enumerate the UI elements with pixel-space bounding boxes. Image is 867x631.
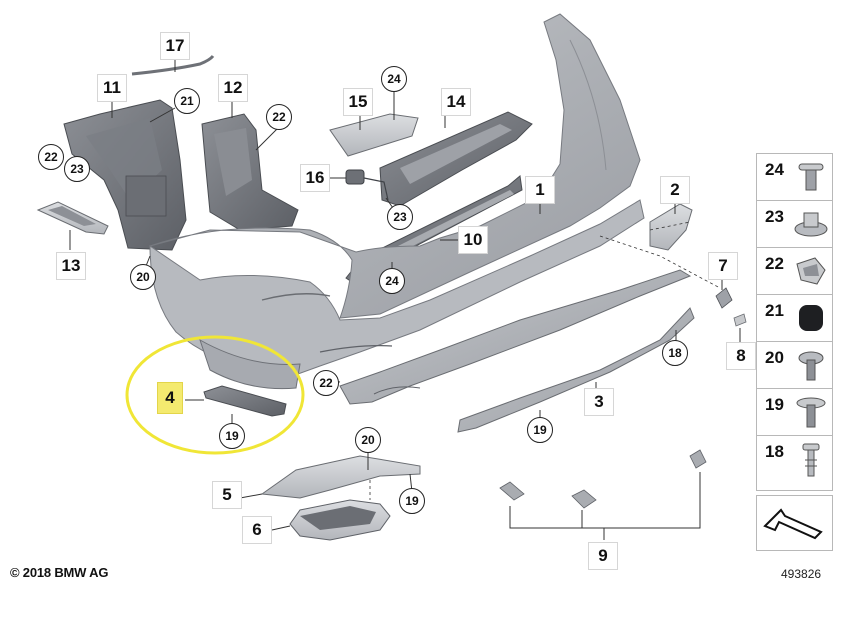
callout-23: 23 xyxy=(387,204,413,230)
flange-screw-icon xyxy=(796,397,826,428)
legend-row-18: 18 xyxy=(756,435,833,491)
legend-row-21: 21 xyxy=(756,294,833,341)
rubber-buffer-icon xyxy=(799,305,823,331)
part-9-clip-b xyxy=(571,489,597,509)
label-17: 17 xyxy=(160,32,190,60)
part-2-side-bracket xyxy=(649,203,693,251)
part-17-trim-strip xyxy=(131,55,215,76)
callout-22: 22 xyxy=(313,370,339,396)
legend-number: 22 xyxy=(765,254,784,273)
label-3: 3 xyxy=(584,388,614,416)
callout-20: 20 xyxy=(130,264,156,290)
part-16-sensor xyxy=(345,169,389,201)
dashed-leaders xyxy=(369,221,721,500)
legend-number: 20 xyxy=(765,348,784,367)
part-5-exhaust-bracket xyxy=(260,455,421,499)
callout-24: 24 xyxy=(379,268,405,294)
legend-row-20: 20 xyxy=(756,341,833,388)
part-11-left-bracket xyxy=(63,99,187,251)
reference-number: 493826 xyxy=(781,567,822,581)
nut-icon xyxy=(794,212,828,237)
label-6: 6 xyxy=(242,516,272,544)
direction-arrow-box xyxy=(756,495,833,551)
part-1-bumper-cover xyxy=(149,13,645,390)
legend-number: 19 xyxy=(765,395,784,414)
part-12-right-bracket xyxy=(201,113,299,231)
expanding-rivet-icon xyxy=(798,163,824,191)
label-9: 9 xyxy=(588,542,618,570)
callout-18: 18 xyxy=(662,340,688,366)
part-7-clip xyxy=(715,287,733,309)
label-2: 2 xyxy=(660,176,690,204)
label-8: 8 xyxy=(726,342,756,370)
part-4-guide-strip xyxy=(203,385,287,417)
fastener-legend: 24 23 22 21 20 19 18 xyxy=(756,153,833,551)
label-5: 5 xyxy=(212,481,242,509)
part-9-clip-c xyxy=(689,449,707,469)
label-15: 15 xyxy=(343,88,373,116)
callout-22: 22 xyxy=(38,144,64,170)
part-9-clip-a xyxy=(499,481,525,501)
part-14-carrier xyxy=(379,111,533,207)
copyright-text: © 2018 BMW AG xyxy=(10,565,109,580)
part-8-clip xyxy=(733,313,747,327)
callout-24: 24 xyxy=(381,66,407,92)
label-10: 10 xyxy=(458,226,488,254)
callout-19: 19 xyxy=(527,417,553,443)
leader-lines xyxy=(69,58,741,540)
label-14: 14 xyxy=(441,88,471,116)
part-3-diffuser xyxy=(339,269,695,433)
legend-row-19: 19 xyxy=(756,388,833,435)
legend-number: 24 xyxy=(765,160,784,179)
label-13: 13 xyxy=(56,252,86,280)
callout-19: 19 xyxy=(219,423,245,449)
push-pin-icon xyxy=(802,443,820,477)
callout-20: 20 xyxy=(355,427,381,453)
callout-19: 19 xyxy=(399,488,425,514)
label-16: 16 xyxy=(300,164,330,192)
label-11: 11 xyxy=(97,74,127,102)
part-15-cover xyxy=(329,113,419,157)
callout-21: 21 xyxy=(174,88,200,114)
legend-number: 23 xyxy=(765,207,784,226)
direction-arrow-icon xyxy=(763,508,823,540)
legend-number: 21 xyxy=(765,301,784,320)
callout-22: 22 xyxy=(266,104,292,130)
label-12: 12 xyxy=(218,74,248,102)
label-7: 7 xyxy=(708,252,738,280)
screw-icon xyxy=(798,351,824,381)
part-6-tailpipe-trim xyxy=(289,499,391,541)
legend-row-23: 23 xyxy=(756,200,833,247)
legend-number: 18 xyxy=(765,442,784,461)
callout-23: 23 xyxy=(64,156,90,182)
label-4: 4 xyxy=(157,382,183,414)
legend-row-24: 24 xyxy=(756,153,833,200)
label-1: 1 xyxy=(525,176,555,204)
highlight-ring xyxy=(125,335,305,455)
legend-row-22: 22 xyxy=(756,247,833,294)
clip-icon xyxy=(796,257,826,285)
